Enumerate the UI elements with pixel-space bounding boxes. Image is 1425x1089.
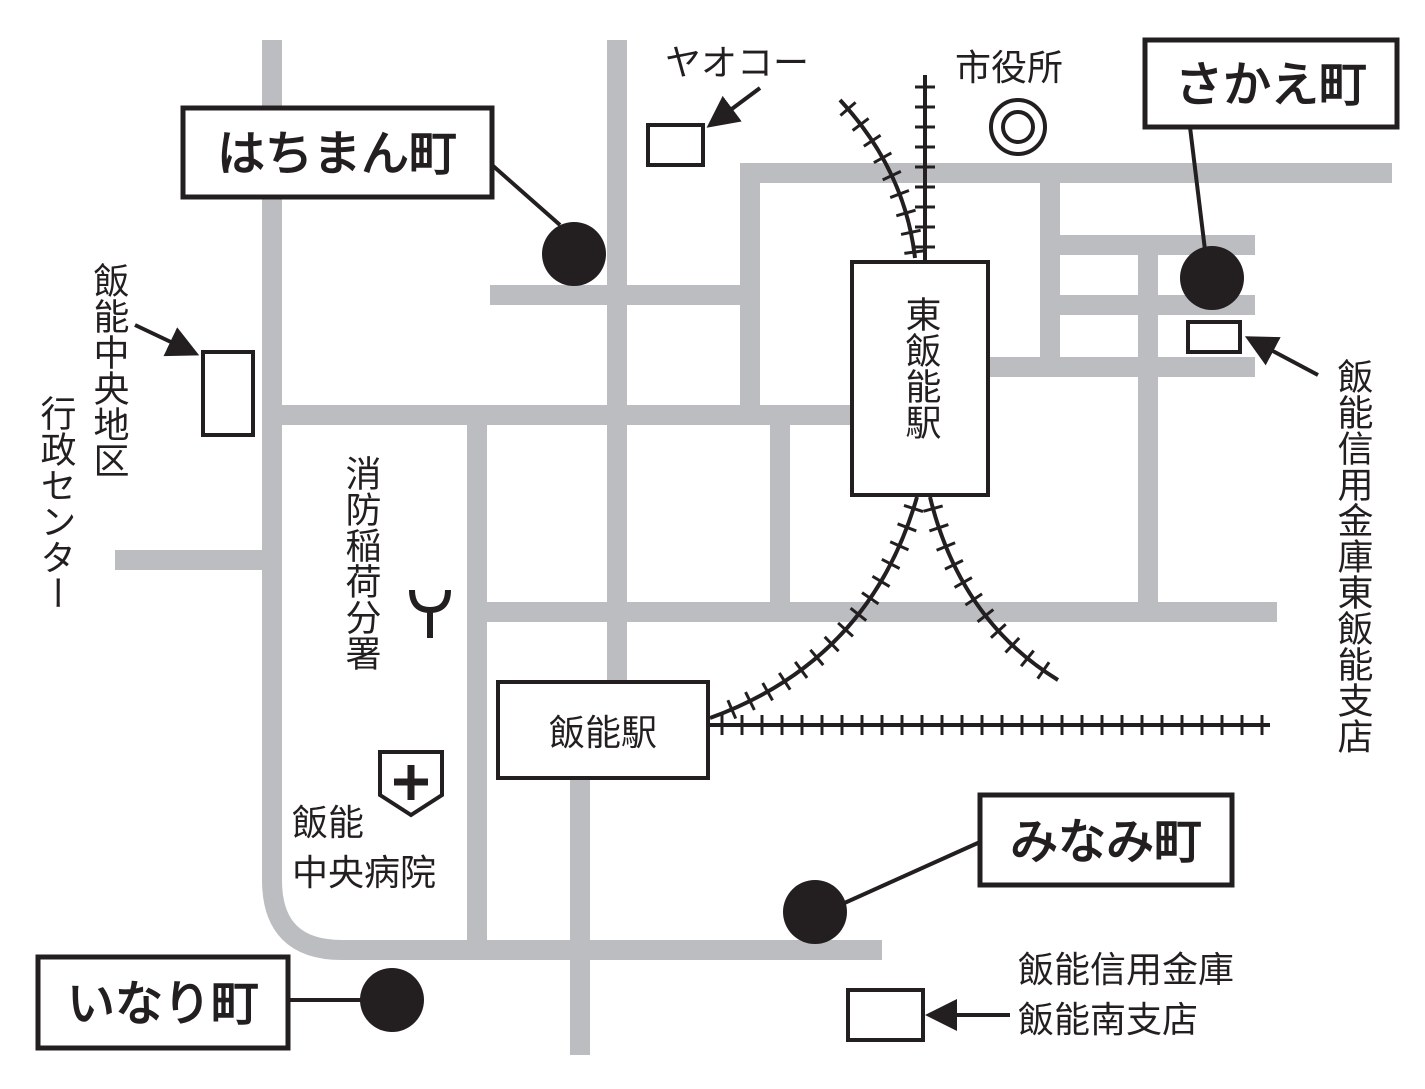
admin-center-label-line2: 行政センター <box>35 395 77 611</box>
rail-tie <box>882 170 902 182</box>
shinkin-east-building <box>1186 320 1242 354</box>
hachiman-box <box>180 105 495 200</box>
rail-tie <box>976 608 995 624</box>
railway <box>928 496 1060 682</box>
shinkin-east-label: 飯能信用金庫東飯能支店 <box>1332 358 1374 754</box>
rail-tie <box>900 228 921 236</box>
rail-tie <box>964 592 983 607</box>
city-hall-label: 市役所 <box>955 48 1063 89</box>
fire-station-label: 消防稲荷分署 <box>340 455 381 671</box>
inari-box <box>35 954 291 1051</box>
rail-tie <box>871 574 891 588</box>
rail-tie <box>936 541 956 552</box>
inari-marker <box>360 968 424 1032</box>
leader-line <box>839 840 981 907</box>
minami-label: みなみ町 <box>1010 814 1202 870</box>
road <box>740 163 1392 420</box>
shinkin-south-label-line1: 飯能信用金庫 <box>1018 950 1234 991</box>
rail-tie <box>863 134 882 148</box>
shinkin-south-building <box>846 988 925 1042</box>
road <box>262 40 882 960</box>
arrow-icon <box>706 86 762 128</box>
sakae-label: さかえ町 <box>1175 57 1367 113</box>
sakae-marker <box>1180 246 1244 310</box>
rail-tie <box>889 540 910 552</box>
hospital-icon <box>378 750 444 818</box>
inari-label: いなり町 <box>67 976 259 1032</box>
rail-tie <box>794 660 809 679</box>
rail-tie <box>839 101 857 117</box>
higashi-hanno-station-box <box>850 260 990 497</box>
rail-tie <box>823 635 840 653</box>
rail-tie <box>881 557 901 570</box>
rail-tie <box>809 648 825 667</box>
rail-tie <box>761 682 774 702</box>
rail-tie <box>953 576 973 589</box>
admin-center-label-line1: 飯能中央地区 <box>88 262 130 478</box>
rail-tie <box>778 672 792 691</box>
rail-tie <box>851 117 870 132</box>
sakae-box <box>1142 37 1400 130</box>
fire-station-icon <box>409 589 451 638</box>
rail-tie <box>837 621 854 638</box>
yaoko-label: ヤオコー <box>665 43 809 84</box>
rail-tie <box>1019 649 1035 668</box>
rail-tie <box>928 523 949 533</box>
hachiman-label: はちまん町 <box>217 126 457 182</box>
minami-box <box>977 792 1235 888</box>
leader-line <box>1188 126 1207 251</box>
city-hall-icon <box>989 98 1047 156</box>
higashi-hanno-station-label: 東飯能駅 <box>900 296 942 440</box>
rail-tie <box>1036 661 1051 680</box>
arrow-icon <box>1244 336 1319 377</box>
rail-tie <box>922 504 944 513</box>
rail-tie <box>944 559 964 571</box>
rail-tie <box>1004 636 1021 654</box>
rail-tie <box>726 699 738 720</box>
yaoko-building <box>646 123 705 167</box>
railways <box>709 75 1270 735</box>
shinkin-south-label-line2: 飯能南支店 <box>1018 1000 1198 1041</box>
roads <box>115 40 1392 1055</box>
rail-tie <box>849 606 868 622</box>
hanno-station-label: 飯能駅 <box>549 713 657 754</box>
rail-tie <box>873 151 893 165</box>
rail-tie <box>897 522 917 533</box>
rail-tie <box>903 503 924 513</box>
rail-tie <box>895 208 916 218</box>
leader-line <box>490 163 562 227</box>
rail-tie <box>904 249 925 255</box>
hospital-label-line2: 中央病院 <box>292 853 436 894</box>
hanno-station-box <box>496 680 710 780</box>
rail-tie <box>989 623 1007 639</box>
hachiman-marker <box>542 222 606 286</box>
admin-center-building <box>201 350 255 437</box>
rail-tie <box>744 691 756 711</box>
rail-tie <box>861 591 880 606</box>
arrow-icon <box>134 323 200 357</box>
rail-tie <box>889 189 910 199</box>
hospital-label-line1: 飯能 <box>292 803 364 844</box>
minami-marker <box>783 880 847 944</box>
